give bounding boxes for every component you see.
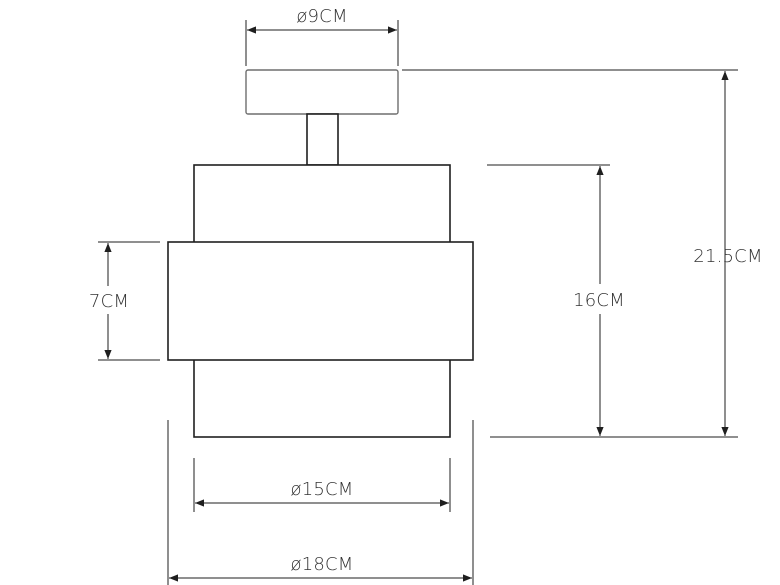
label-backing	[78, 286, 140, 314]
dimension-shade-height: 16CM	[487, 164, 640, 436]
band-diameter-label: ø18CM	[290, 554, 353, 575]
lamp-body	[167, 69, 474, 438]
total-height-label: 21.5CM	[693, 246, 762, 267]
outer-band	[167, 241, 474, 361]
dimension-total-height: 21.5CM	[402, 69, 762, 438]
shade-height-label: 16CM	[573, 290, 625, 311]
canopy-diameter-label: ø9CM	[296, 6, 347, 27]
stem	[306, 113, 339, 166]
band-height-label: 7CM	[89, 291, 129, 312]
dimension-shade-diameter: ø15CM	[193, 458, 451, 512]
shade-diameter-label: ø15CM	[290, 479, 353, 500]
dimension-canopy-diameter: ø9CM	[245, 6, 399, 66]
ceiling-canopy	[245, 69, 399, 115]
dimension-band-height: 7CM	[78, 241, 160, 361]
label-backing	[560, 284, 640, 314]
dimension-band-diameter: ø18CM	[167, 420, 474, 585]
